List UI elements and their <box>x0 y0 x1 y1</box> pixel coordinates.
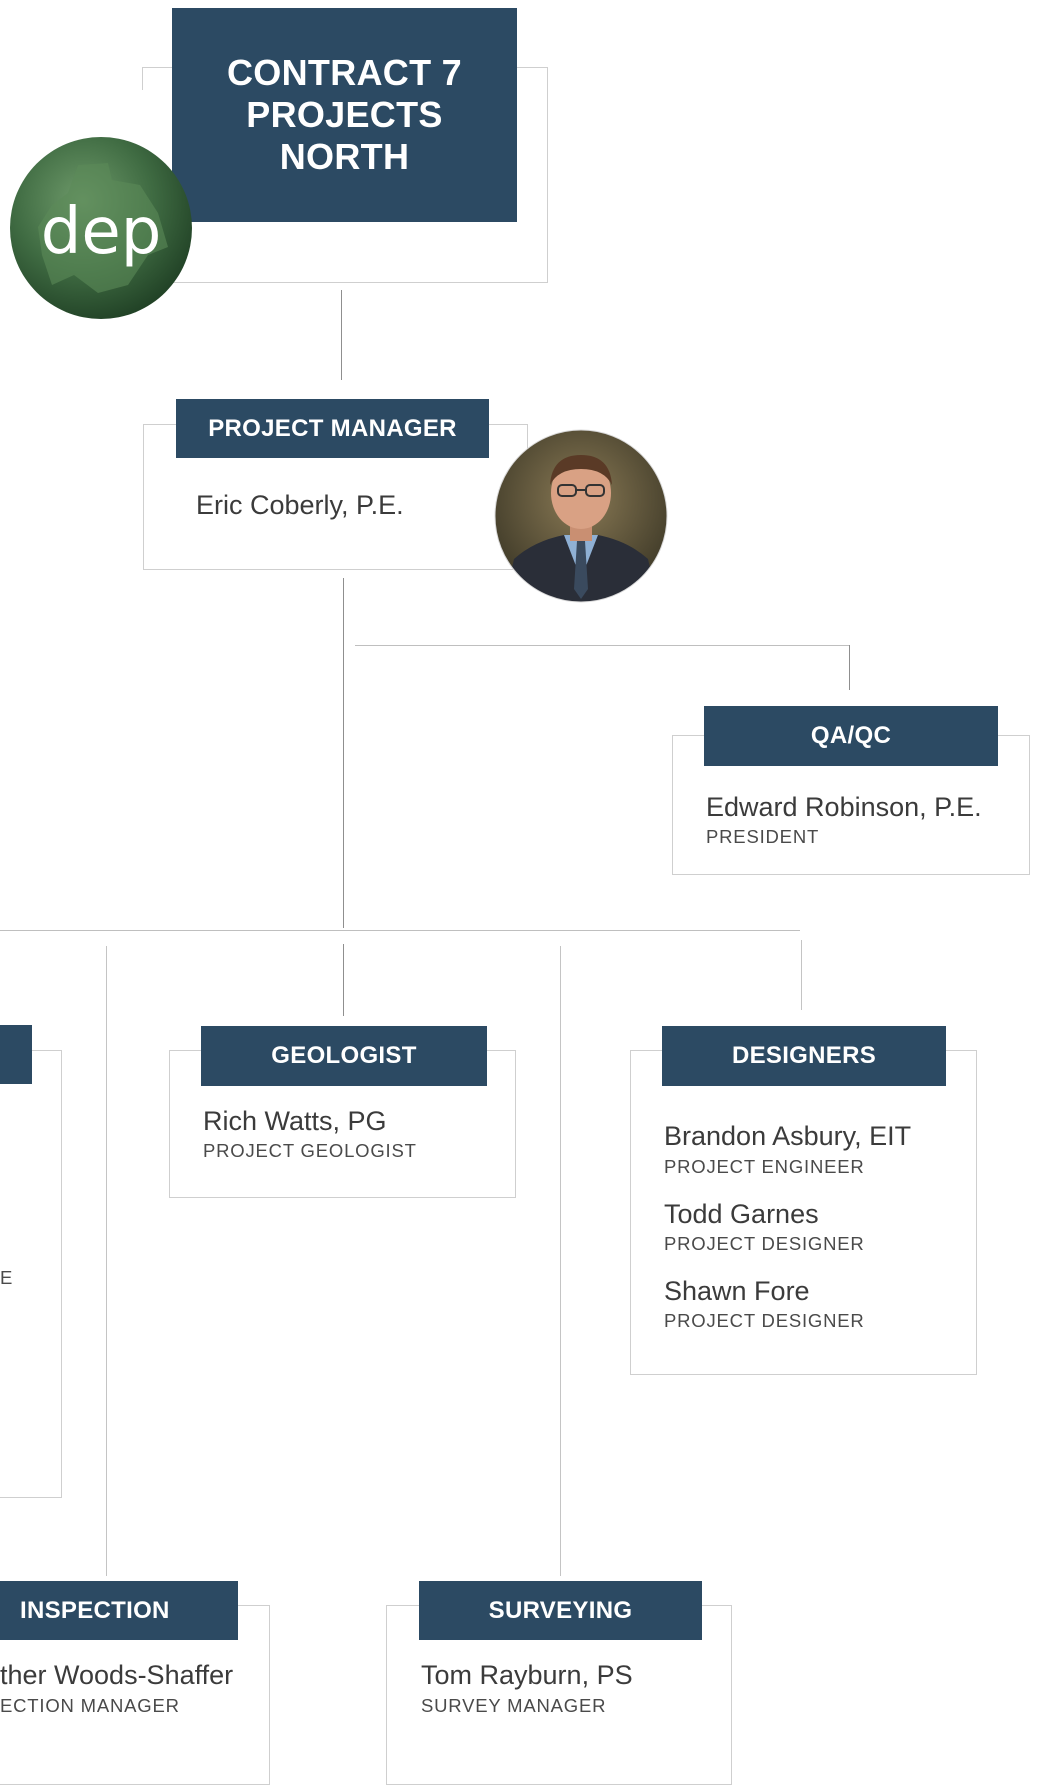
geologist-name: Rich Watts, PG <box>203 1106 387 1136</box>
geologist-title: PROJECT GEOLOGIST <box>203 1140 417 1161</box>
surveying-title: SURVEY MANAGER <box>421 1695 607 1716</box>
inspection-title: ECTION MANAGER <box>0 1695 180 1716</box>
designers-header: DESIGNERS <box>662 1026 946 1086</box>
top-box-title-line1: CONTRACT 7 <box>227 52 462 93</box>
pm-photo-avatar <box>494 429 668 603</box>
top-box-title-line2: PROJECTS <box>246 94 443 135</box>
inspection-name: ther Woods-Shaffer <box>0 1660 234 1690</box>
qaqc-header: QA/QC <box>704 706 998 766</box>
logo-text: dep <box>41 195 162 269</box>
qaqc-title: PRESIDENT <box>706 826 820 847</box>
inspection-header: INSPECTION <box>0 1581 238 1640</box>
top-box-title-line3: NORTH <box>279 136 410 177</box>
surveying-header: SURVEYING <box>419 1581 702 1640</box>
designer-title: PROJECT DESIGNER <box>664 1233 865 1254</box>
pm-name: Eric Coberly, P.E. <box>196 490 404 520</box>
partial-left-header <box>0 1025 32 1084</box>
dep-logo-icon: dep <box>10 137 192 319</box>
surveying-name: Tom Rayburn, PS <box>421 1660 633 1690</box>
qaqc-name: Edward Robinson, P.E. <box>706 792 982 822</box>
designer-title: PROJECT ENGINEER <box>664 1156 865 1177</box>
partial-left-fragment: E <box>0 1267 14 1288</box>
pm-header: PROJECT MANAGER <box>176 399 489 458</box>
top-box-header: CONTRACT 7 PROJECTS NORTH <box>172 8 517 222</box>
designer-title: PROJECT DESIGNER <box>664 1310 865 1331</box>
designer-name: Todd Garnes <box>664 1199 819 1229</box>
geologist-header: GEOLOGIST <box>201 1026 487 1086</box>
designer-name: Shawn Fore <box>664 1276 810 1306</box>
designer-name: Brandon Asbury, EIT <box>664 1121 912 1151</box>
